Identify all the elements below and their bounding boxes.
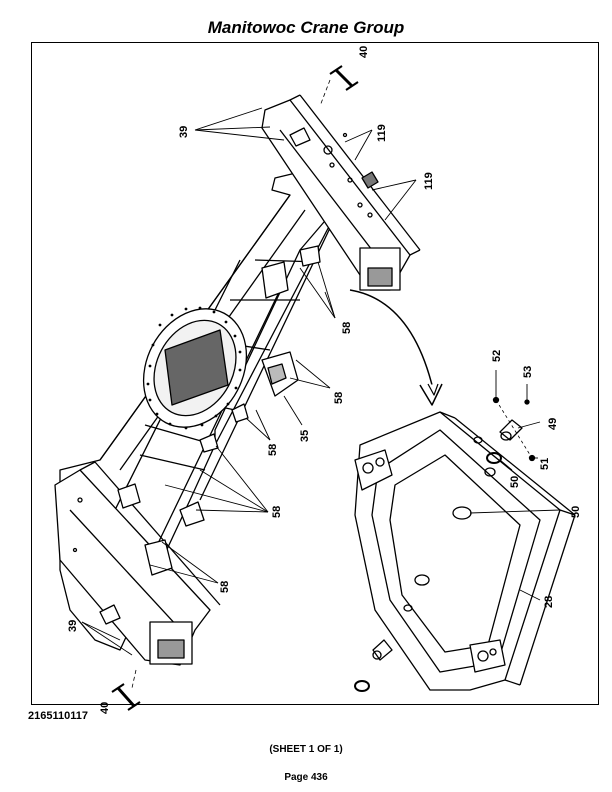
callout-58-small: 58 [267,444,279,456]
page-title: Manitowoc Crane Group [207,18,405,37]
callout-40-top: 40 [358,46,370,58]
callout-52: 52 [491,350,503,362]
page-number: Page 436 [284,772,328,783]
washer-left [354,680,370,692]
callout-58-right: 58 [341,322,353,334]
callout-49: 49 [547,418,559,430]
callout-58-center: 58 [271,506,283,518]
pin-49 [499,419,523,441]
sheet-indicator: (SHEET 1 OF 1) [269,744,343,755]
carbody-frame [54,94,421,666]
callout-40-bottom: 40 [99,702,111,714]
washer-50-a [486,452,502,464]
eyebolt-40-top [319,65,359,107]
callout-51: 51 [539,458,551,470]
assembly-direction-arrow [349,289,433,386]
pin-left [372,639,393,661]
callout-58-mid: 58 [333,392,345,404]
callout-53: 53 [522,366,534,378]
callout-50-upper: 50 [509,476,521,488]
callout-50-lower: 50 [570,506,582,518]
callout-58-lower: 58 [219,581,231,593]
callout-119-lower: 119 [423,172,435,190]
callout-39-bottom: 39 [67,620,79,632]
callout-119-upper: 119 [376,124,388,142]
eyebolt-40-bottom [111,669,141,711]
figure-number: 2165110117 [28,710,88,722]
callout-35: 35 [299,430,311,442]
ring-frame-assembly [354,411,576,691]
callout-39-top: 39 [178,126,190,138]
diagram-frame [31,42,599,705]
callout-28: 28 [543,596,555,608]
